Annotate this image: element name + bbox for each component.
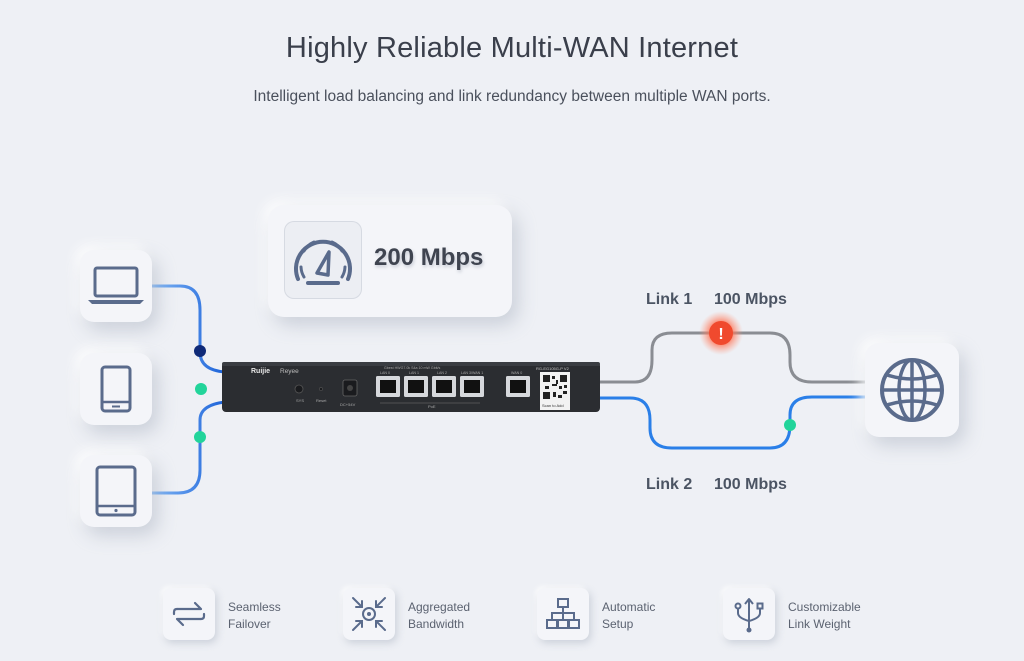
feature-4-line1: Customizable [788,600,861,614]
feature-1-line2: Failover [228,617,271,631]
internet-card [865,343,959,437]
router-model: RG-EG105G-P V2 [536,366,570,371]
feature-4-line2: Link Weight [788,617,851,631]
link-2-path [598,395,868,450]
laptop-icon [88,266,144,304]
usb-branch-icon [723,588,775,640]
router-lan-ports [376,376,484,397]
phone-card [80,353,152,425]
alert-symbol: ! [718,326,723,343]
router: Ruijie Reyee Gbest HWG7.0k S4a 10 mW Gbi… [222,362,600,412]
router-port-lan3: LAN 3/WAN 1 [461,371,483,375]
link-2-speed: 100 Mbps [714,476,787,493]
tablet-icon [95,465,137,517]
phone-icon [100,365,132,413]
laptop-line-dot [194,345,206,357]
router-port-lan0: LAN 0 [380,371,390,375]
tablet-card [80,455,152,527]
speed-value: 200 Mbps [374,244,484,271]
router-port-lan2: LAN 2 [437,371,447,375]
router-sys-label: SYS [296,398,304,403]
page-subtitle: Intelligent load balancing and link redu… [253,88,771,105]
laptop-line [152,284,226,374]
router-brand: Ruijie [251,368,270,375]
speedometer-icon [294,239,352,285]
router-poe-label: PoE [428,404,436,409]
router-power-label: DC+54V [340,402,356,407]
router-ports-title: Gbest HWG7.0k S4a 10 mW Gbit/s [384,366,441,370]
phone-line-dot [195,383,207,395]
page-title: Highly Reliable Multi-WAN Internet [285,32,739,64]
qr-code-icon [543,375,567,399]
router-series: Reyee [280,368,299,375]
feature-3-line1: Automatic [602,600,656,614]
tablet-line [152,400,226,495]
router-reset-label: Reset [316,398,327,403]
link-2-dot [784,419,796,431]
link-2-name: Link 2 [646,476,693,493]
router-port-lan1: LAN 1 [409,371,419,375]
network-tree-icon [537,588,589,640]
speed-card [268,205,512,317]
aggregate-arrows-icon [343,588,395,640]
laptop-card [80,250,152,322]
alert-icon [709,321,733,345]
feature-3-line2: Setup [602,617,634,631]
globe-icon [880,358,944,422]
router-port-wan0: WAN 0 [511,371,522,375]
failover-arrows-icon [163,588,215,640]
router-scan-label: Scan to Add [542,403,564,408]
tablet-line-dot [194,431,206,443]
speedometer-icon-box [284,221,362,299]
feature-2-line2: Bandwidth [408,617,465,631]
feature-2-line1: Aggregated [408,600,471,614]
link-1-name: Link 1 [646,291,693,308]
feature-1-line1: Seamless [228,600,281,614]
link-1-speed: 100 Mbps [714,291,787,308]
